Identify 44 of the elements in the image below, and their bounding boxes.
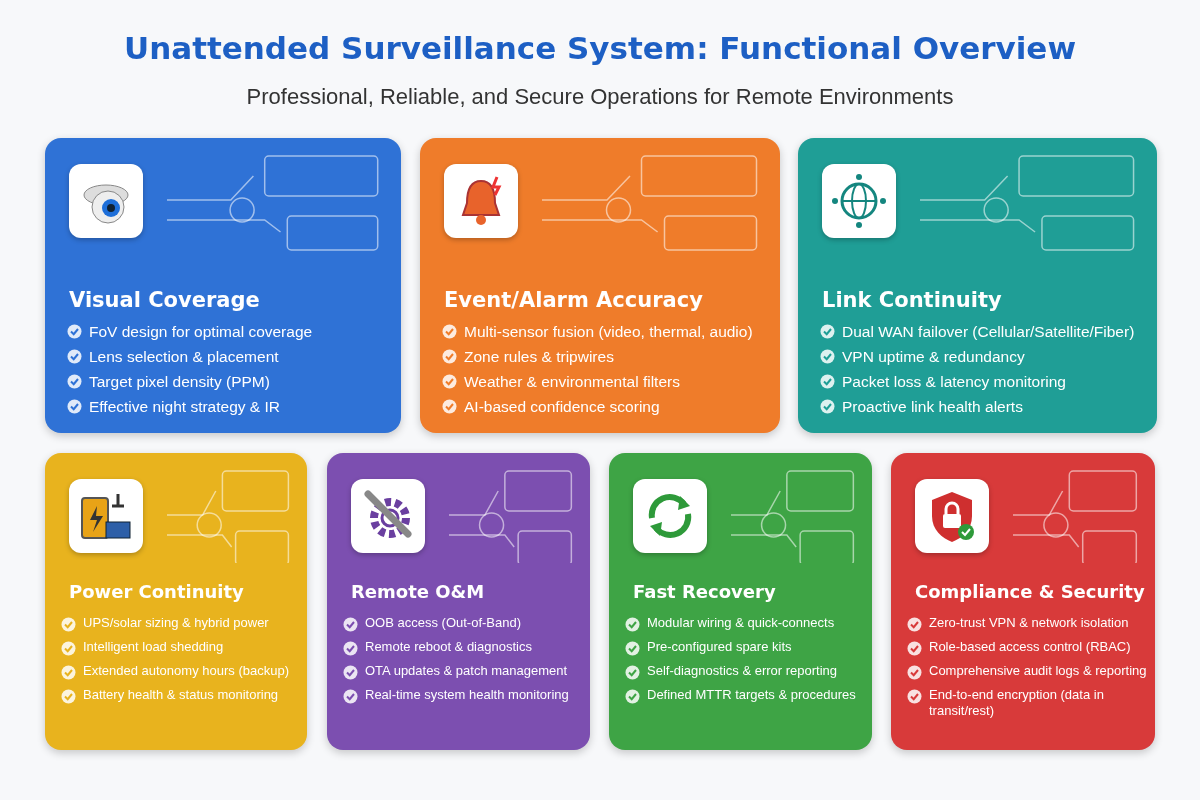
card-heading: Fast Recovery xyxy=(633,581,776,602)
list-item: Role-based access control (RBAC) xyxy=(929,639,1131,655)
list-item: Dual WAN failover (Cellular/Satellite/Fiber) xyxy=(842,322,1135,341)
list-item: Intelligent load shedding xyxy=(83,639,224,655)
list-item: Self-diagnostics & error reporting xyxy=(647,663,838,679)
list-item: Target pixel density (PPM) xyxy=(89,372,270,391)
list-item: Multi-sensor fusion (video, thermal, audio) xyxy=(464,322,753,341)
list-item: Effective night strategy & IR xyxy=(89,397,280,416)
list-item: OOB access (Out-of-Band) xyxy=(365,615,522,631)
list-item: Packet loss & latency monitoring xyxy=(842,372,1066,391)
list-item: Battery health & status monitoring xyxy=(83,687,279,703)
list-item: Lens selection & placement xyxy=(89,347,279,366)
feature-card xyxy=(891,453,1155,750)
list-item: Proactive link health alerts xyxy=(842,397,1023,416)
feature-card xyxy=(420,138,780,433)
list-item: Comprehensive audit logs & reporting xyxy=(929,663,1147,679)
list-item: Extended autonomy hours (backup) xyxy=(83,663,289,679)
list-item: Remote reboot & diagnostics xyxy=(365,639,532,655)
card-heading: Event/Alarm Accuracy xyxy=(444,288,703,312)
card-heading: Power Continuity xyxy=(69,581,244,602)
card-heading: Link Continuity xyxy=(822,288,1002,312)
list-item: UPS/solar sizing & hybrid power xyxy=(83,615,269,631)
feature-card xyxy=(327,453,590,750)
list-item: Real-time system health monitoring xyxy=(365,687,569,703)
subtitle: Professional, Reliable, and Secure Operations for Remote Environments xyxy=(245,84,955,110)
list-item: Weather & environmental filters xyxy=(464,372,680,391)
card-heading: Visual Coverage xyxy=(69,288,260,312)
list-item: Zone rules & tripwires xyxy=(464,347,614,366)
list-item: End-to-end encryption (data in transit/rest) xyxy=(929,687,1105,719)
feature-card xyxy=(609,453,872,750)
card-heading: Remote O&M xyxy=(351,581,485,602)
list-item: Zero-trust VPN & network isolation xyxy=(929,615,1129,631)
list-item: OTA updates & patch management xyxy=(365,663,568,679)
list-item: Pre-configured spare kits xyxy=(647,639,792,655)
feature-card xyxy=(45,453,307,750)
feature-card xyxy=(798,138,1157,433)
list-item: AI-based confidence scoring xyxy=(464,397,660,416)
title: Unattended Surveillance System: Functional Overview xyxy=(122,30,1078,66)
list-item: FoV design for optimal coverage xyxy=(89,322,313,341)
list-item: VPN uptime & redundancy xyxy=(842,347,1025,366)
list-item: Defined MTTR targets & procedures xyxy=(647,687,856,703)
feature-card xyxy=(45,138,401,433)
list-item: Modular wiring & quick-connects xyxy=(647,615,835,631)
card-heading: Compliance & Security xyxy=(915,581,1145,602)
